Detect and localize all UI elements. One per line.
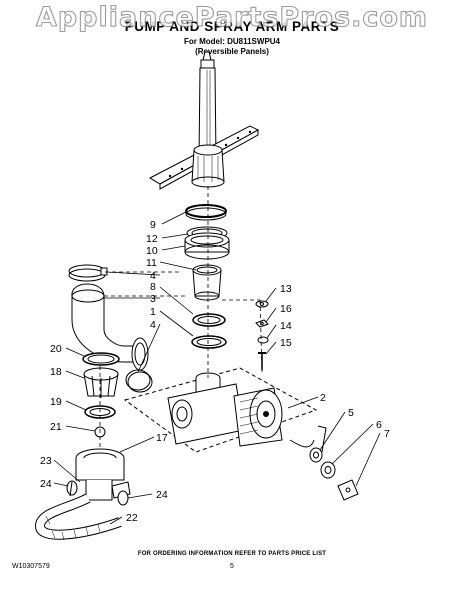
spray-arm-shaft	[198, 51, 217, 161]
callout-9: 9	[150, 219, 156, 231]
callout-4-lower: 4	[150, 319, 156, 331]
callout-16: 16	[280, 303, 292, 315]
page-title: PUMP AND SPRAY ARM PARTS	[124, 19, 340, 34]
clamp-ring-9	[185, 204, 227, 221]
panel-line: (Reversible Panels)	[195, 46, 269, 56]
callout-22: 22	[126, 512, 138, 524]
seal-ring-1	[191, 335, 227, 349]
callout-7: 7	[384, 428, 390, 440]
hose-elbow-3	[71, 283, 149, 371]
callout-2: 2	[320, 392, 326, 404]
housing-ring-10	[184, 232, 230, 260]
model-line: For Model: DU811SWPU4	[183, 37, 280, 46]
seal-20	[82, 352, 120, 366]
page-number: 5	[230, 563, 234, 570]
model-info: For Model: DU811SWPU4 (Reversible Panels…	[0, 37, 464, 56]
assembly-lines	[99, 186, 263, 450]
callout-11: 11	[146, 257, 157, 269]
callout-14: 14	[280, 320, 292, 332]
callout-13: 13	[280, 283, 292, 295]
callout-20: 20	[50, 343, 62, 355]
callout-24-right: 24	[156, 489, 168, 501]
hose-clamp-4-lower	[125, 369, 153, 393]
hose-clamp-24-left	[66, 480, 78, 497]
callout-leaders	[53, 211, 381, 525]
callout-10: 10	[146, 245, 158, 257]
callout-24-left: 24	[40, 478, 52, 490]
document-id: W10307579	[12, 563, 50, 570]
callout-1: 1	[150, 306, 156, 318]
callout-5: 5	[348, 407, 354, 419]
grommet-5	[309, 447, 323, 463]
callout-labels: 9 12 10 11 4 3 8 1 4 13 16 14 15 20 18 1…	[40, 219, 390, 524]
callout-21: 21	[50, 421, 62, 433]
filter-cup-11	[192, 264, 222, 301]
callout-17: 17	[156, 432, 168, 444]
callout-3: 3	[150, 293, 156, 305]
callout-18: 18	[50, 366, 62, 378]
drain-hose-22	[34, 493, 122, 541]
impeller-18	[83, 367, 119, 398]
spray-arm-hub	[191, 144, 225, 188]
seal-ring-8	[192, 313, 226, 327]
hose-clamp-4-upper	[68, 264, 108, 282]
hose-clamp-24-right	[117, 490, 129, 506]
callout-23: 23	[40, 455, 52, 467]
grommet-6	[320, 461, 336, 479]
ordering-note: FOR ORDERING INFORMATION REFER TO PARTS …	[137, 551, 327, 557]
callout-4: 4	[150, 270, 156, 282]
callout-6: 6	[376, 419, 382, 431]
motor-pump-assembly-2	[123, 367, 327, 453]
bracket-7	[337, 479, 359, 501]
callout-12: 12	[146, 233, 158, 245]
drain-housing-17	[75, 448, 131, 501]
callout-15: 15	[280, 337, 292, 349]
hardware-13-16-14-15	[255, 300, 269, 370]
callout-8: 8	[150, 281, 156, 293]
callout-19: 19	[50, 396, 62, 408]
